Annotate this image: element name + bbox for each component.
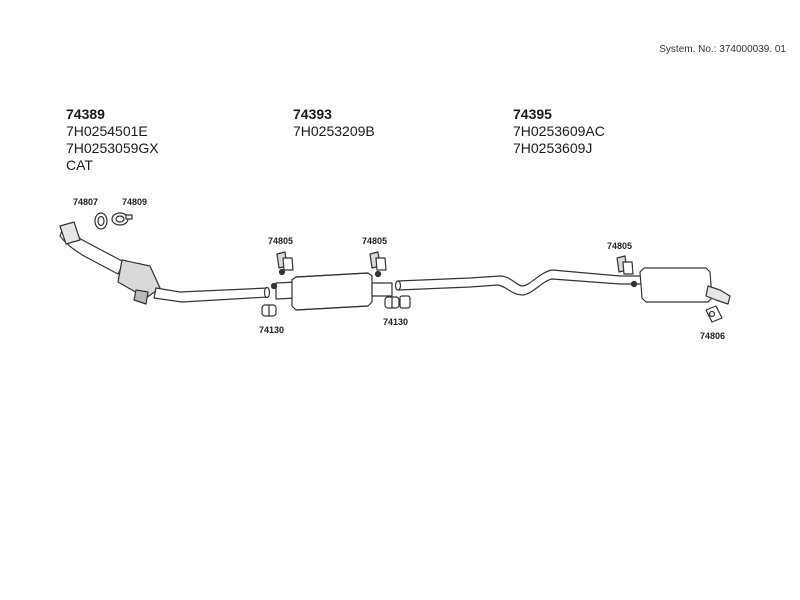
label-74806: 74806 (700, 331, 726, 341)
label-74809: 74809 (122, 197, 148, 207)
part-group-74393: 74393 7H0253209B (293, 106, 375, 140)
part-ref: CAT (66, 157, 93, 173)
part-group-74389: 74389 7H0254501E 7H0253059GX CAT (66, 106, 159, 174)
hanger-74805-middle (369, 251, 387, 278)
part-ref: 7H0253609AC (513, 123, 605, 139)
hanger-74805-left (276, 251, 294, 276)
rubber-mount-74806 (705, 305, 723, 323)
hanger-74805-right (616, 255, 634, 275)
label-74805-right: 74805 (607, 241, 633, 251)
label-74805-left: 74805 (268, 236, 294, 246)
clamp-74130-left (261, 304, 277, 317)
label-74130-right: 74130 (383, 317, 409, 327)
system-number: System. No.: 374000039. 01 (659, 44, 786, 55)
label-74807: 74807 (73, 197, 99, 207)
part-group-74395: 74395 7H0253609AC 7H0253609J (513, 106, 605, 157)
label-74805-middle: 74805 (362, 236, 388, 246)
part-number: 74393 (293, 106, 332, 122)
middle-silencer (270, 272, 393, 311)
part-number: 74389 (66, 106, 105, 122)
gasket-ring-74807 (94, 212, 108, 230)
part-ref: 7H0253209B (293, 123, 375, 139)
clamp-74130-right (384, 295, 411, 309)
clamp-74809 (111, 212, 133, 226)
part-ref: 7H0254501E (66, 123, 148, 139)
front-pipe-catalytic-converter (59, 221, 271, 305)
part-ref: 7H0253609J (513, 140, 593, 156)
part-number: 74395 (513, 106, 552, 122)
part-ref: 7H0253059GX (66, 140, 159, 156)
label-74130-left: 74130 (259, 325, 285, 335)
rear-pipe-rear-silencer (394, 267, 731, 305)
